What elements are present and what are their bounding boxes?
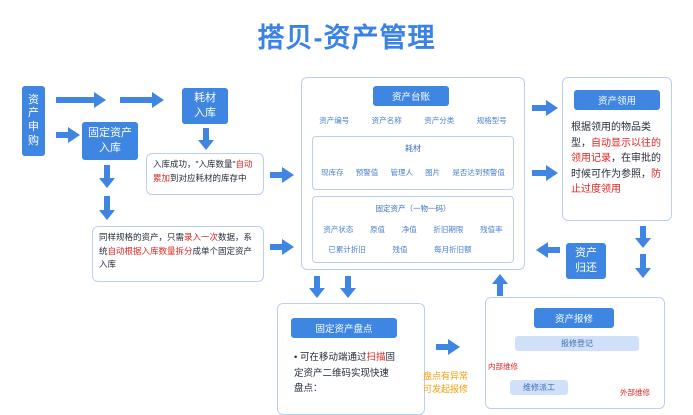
note-text: 入库成功，"入库数量" — [153, 159, 236, 169]
field-label: 现库存 — [321, 168, 344, 177]
field-label: 管理人 — [390, 168, 413, 177]
field-label: 净值 — [401, 225, 417, 234]
inventory-exception-note: 盘点有异常可发起报修 — [423, 371, 469, 394]
arrow-down-icon — [635, 226, 651, 248]
field-label: 图片 — [425, 168, 441, 177]
arrow-left-icon — [536, 242, 560, 258]
note-highlight: 自动累加 — [153, 159, 253, 183]
consumables-subpanel: 耗材 现库存 预警值 管理人 图片 是否达到预警值 — [312, 136, 514, 190]
field-label: 折旧期限 — [433, 225, 464, 234]
node-asset-purchase[interactable]: 资 产 申 购 — [22, 86, 45, 156]
repair-step-register[interactable]: 报修登记 — [515, 336, 639, 351]
page-title: 搭贝-资产管理 — [257, 23, 436, 53]
node-fixed-asset-in[interactable]: 固定资产入库 — [82, 122, 138, 160]
note-text: 固定资产二维码实现快速盘点： — [294, 352, 396, 395]
fixed-asset-inventory-panel: 固定资产盘点 • 可在移动端通过扫描固定资产二维码实现快速盘点： — [277, 303, 425, 415]
node-label: 耗材入库 — [194, 92, 216, 119]
arrow-down-icon — [99, 165, 115, 188]
ledger-fields: 资产编号 资产名称 资产分类 规格型号 — [308, 115, 518, 126]
fixed-asset-subpanel: 固定资产（一物一码） 资产状态 原值 净值 折旧期限 残值率 已累计折旧 残值 … — [312, 196, 514, 263]
field-label: 资产编号 — [319, 116, 350, 125]
consumables-title: 耗材 — [405, 144, 421, 153]
purchase-char: 产 — [28, 107, 39, 120]
arrow-down-icon — [198, 128, 214, 150]
arrow-right-icon — [436, 339, 460, 355]
note-highlight: 防止过度领用 — [571, 168, 661, 196]
field-label: 残值率 — [480, 225, 503, 234]
inventory-text: • 可在移动端通过扫描固定资产二维码实现快速盘点： — [294, 350, 398, 397]
arrow-right-icon — [56, 127, 80, 143]
flow-arrows — [56, 92, 651, 378]
field-label: 已累计折旧 — [328, 245, 366, 254]
arrow-right-icon — [56, 92, 106, 108]
arrow-right-icon — [120, 92, 164, 108]
arrow-down-icon — [340, 276, 356, 298]
internal-repair-label: 内部维修 — [488, 362, 518, 371]
fixed-asset-subtitle: 固定资产（一物一码） — [375, 204, 451, 213]
field-label: 预警值 — [355, 168, 379, 177]
repair-step-dispatch[interactable]: 维修派工 — [510, 380, 568, 395]
fixed-asset-note: 同样规格的资产，只需录入一次数据，系统自动根据入库数量拆分成单个固定资产入库 — [92, 226, 264, 282]
node-asset-return[interactable]: 资产归还 — [566, 243, 606, 279]
note-highlight: 自动根据入库数量拆分 — [107, 245, 193, 256]
node-label: 资产归还 — [575, 247, 597, 274]
arrow-right-icon — [270, 167, 294, 183]
arrow-down-icon — [635, 254, 651, 278]
field-label: 资产分类 — [424, 116, 455, 125]
arrow-down-icon — [99, 196, 115, 220]
field-label: 每月折旧额 — [434, 245, 472, 254]
note-highlight: 扫描 — [366, 352, 386, 363]
external-repair-label: 外部维修 — [620, 388, 650, 397]
field-label: 残值 — [392, 245, 408, 254]
receive-text: 根据领用的物品类型，自动显示以往的领用记录，在审批的时候可作为参照，防止过度领用 — [571, 120, 665, 198]
note-text: 成单个固定资产入库 — [99, 245, 253, 270]
note-highlight: 自动显示以往的领用记录 — [571, 137, 661, 165]
arrow-right-icon — [532, 165, 558, 181]
note-highlight: 录入一次 — [184, 232, 219, 242]
asset-repair-panel: 资产报修 报修登记 内部维修 外部维修 维修派工 — [485, 297, 665, 409]
node-label: 固定资产入库 — [88, 127, 132, 154]
receive-title[interactable]: 资产领用 — [574, 90, 660, 110]
note-text: 可在移动端通过 — [299, 352, 367, 363]
field-label: 原值 — [370, 225, 386, 234]
inventory-title[interactable]: 固定资产盘点 — [291, 318, 397, 338]
field-label: 规格型号 — [476, 116, 507, 125]
field-label: 是否达到预警值 — [452, 168, 505, 177]
purchase-char: 申 — [28, 121, 39, 133]
note-text: ，在审批的时候可作为参照， — [571, 153, 661, 180]
note-text: 数据，系统 — [99, 232, 253, 256]
ledger-title[interactable]: 资产台账 — [373, 86, 449, 106]
arrow-up-icon — [492, 274, 508, 296]
fixed-fields-row2: 已累计折旧 残值 每月折旧额 — [315, 244, 485, 255]
note-text: 根据领用的物品类型， — [571, 122, 651, 149]
arrow-right-icon — [532, 100, 558, 116]
note-text: 同样规格的资产，只需 — [99, 232, 185, 242]
consumables-fields: 现库存 预警值 管理人 图片 是否达到预警值 — [315, 167, 511, 178]
purchase-char: 资 — [28, 93, 39, 106]
consumable-note: 入库成功，"入库数量"自动累加到对应耗材的库存中 — [146, 153, 264, 195]
arrow-right-icon — [270, 239, 294, 255]
asset-ledger-panel: 资产台账 资产编号 资产名称 资产分类 规格型号 耗材 现库存 预警值 管理人 … — [301, 77, 525, 270]
fixed-fields-row1: 资产状态 原值 净值 折旧期限 残值率 — [315, 224, 511, 235]
node-consumable-in[interactable]: 耗材入库 — [182, 88, 228, 124]
asset-receive-panel: 资产领用 根据领用的物品类型，自动显示以往的领用记录，在审批的时候可作为参照，防… — [562, 77, 672, 221]
note-text: 到对应耗材的库存中 — [170, 172, 247, 183]
purchase-char: 购 — [28, 134, 39, 147]
field-label: 资产状态 — [323, 225, 354, 234]
bullet: • — [294, 352, 298, 363]
field-label: 资产名称 — [371, 116, 402, 125]
repair-title[interactable]: 资产报修 — [534, 308, 614, 328]
arrow-down-icon — [309, 276, 325, 298]
